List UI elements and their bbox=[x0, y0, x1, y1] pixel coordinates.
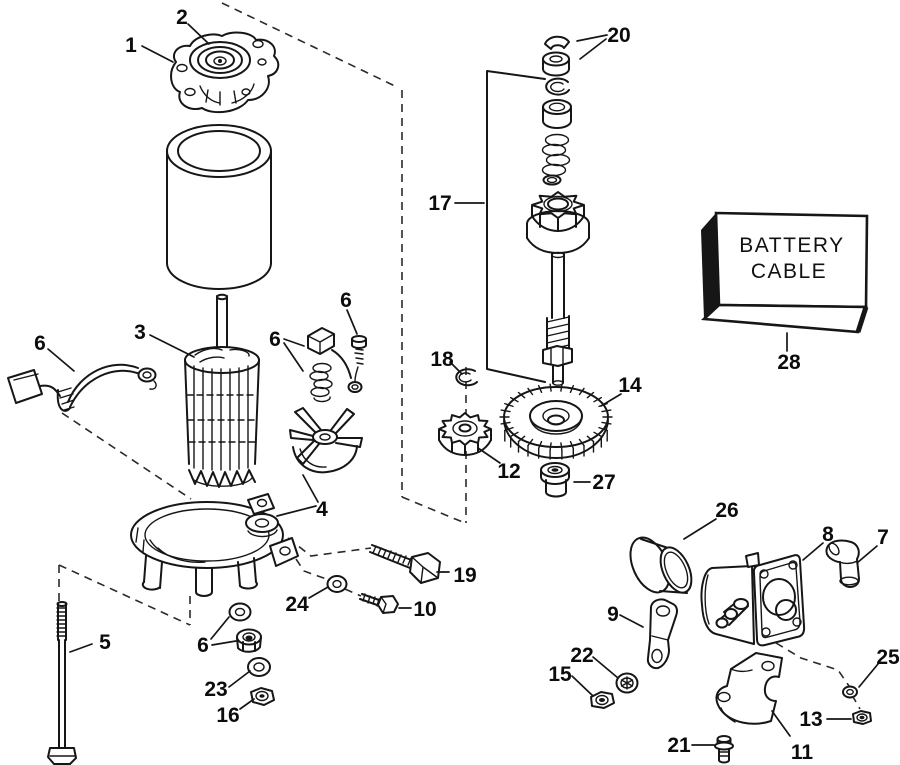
part-1-end-cap bbox=[170, 31, 280, 114]
part-label-6-wire: 6 bbox=[34, 332, 46, 355]
part-label-17: 17 bbox=[428, 192, 451, 215]
part-label-8: 8 bbox=[822, 523, 834, 546]
part-15-nut bbox=[590, 691, 615, 709]
part-6-terminal-screw bbox=[347, 335, 367, 393]
part-label-11: 11 bbox=[791, 741, 814, 764]
part-label-13: 13 bbox=[799, 708, 822, 731]
part-label-26: 26 bbox=[715, 499, 738, 522]
part-6-washer-locknut bbox=[228, 602, 262, 653]
part-9-strap bbox=[646, 598, 678, 670]
part-7-elbow-boot bbox=[825, 539, 860, 588]
part-label-4: 4 bbox=[316, 498, 328, 521]
part-17-bracket bbox=[486, 70, 546, 383]
part-label-22: 22 bbox=[570, 644, 593, 667]
part-label-25: 25 bbox=[876, 646, 900, 669]
part-label-21: 21 bbox=[667, 734, 691, 757]
motor-frame bbox=[166, 124, 272, 290]
part-21-screw bbox=[714, 735, 734, 764]
part-8-solenoid bbox=[700, 552, 806, 647]
part-label-7: 7 bbox=[877, 526, 889, 549]
part-24-washer bbox=[326, 575, 348, 593]
part-label-18: 18 bbox=[430, 348, 454, 371]
part-label-28: 28 bbox=[777, 351, 801, 374]
part-26-sleeve bbox=[629, 536, 693, 594]
part-12-pinion-gear bbox=[438, 412, 492, 456]
part-10-screw bbox=[359, 593, 399, 614]
part-label-3: 3 bbox=[134, 321, 146, 344]
battery-cable-text-line1: BATTERY bbox=[739, 234, 844, 257]
part-label-6-nut: 6 bbox=[197, 634, 209, 657]
part-3-armature bbox=[184, 293, 260, 488]
part-13-nut bbox=[852, 710, 872, 725]
part-18-snap-ring bbox=[455, 368, 478, 387]
part-label-9: 9 bbox=[607, 603, 619, 626]
part-6-lead-wire bbox=[7, 363, 157, 412]
battery-cable-text-line2: CABLE bbox=[751, 260, 827, 283]
part-label-16: 16 bbox=[216, 704, 239, 727]
part-label-15: 15 bbox=[548, 663, 572, 686]
part-14-drive-gear bbox=[499, 383, 613, 460]
part-5-through-bolt bbox=[47, 601, 77, 765]
part-label-6-brush: 6 bbox=[269, 328, 281, 351]
part-4-end-cap bbox=[130, 493, 299, 597]
part-label-14: 14 bbox=[618, 374, 642, 397]
part-23-washer bbox=[247, 657, 271, 677]
part-label-27: 27 bbox=[592, 471, 615, 494]
part-16-nut bbox=[250, 687, 275, 706]
part-label-10: 10 bbox=[413, 598, 436, 621]
part-25-washer bbox=[842, 685, 858, 699]
part-label-2: 2 bbox=[176, 6, 188, 29]
battery-cable-box: BATTERY CABLE bbox=[700, 211, 869, 334]
part-22-star-washer bbox=[615, 672, 639, 694]
part-19-bolt bbox=[369, 544, 441, 584]
leader-lines bbox=[47, 23, 879, 746]
part-label-19: 19 bbox=[453, 564, 476, 587]
part-6-brush-and-spring bbox=[307, 327, 352, 403]
part-label-1: 1 bbox=[125, 34, 137, 57]
part-27-bushing bbox=[540, 462, 570, 498]
part-label-20: 20 bbox=[607, 24, 630, 47]
part-label-12: 12 bbox=[497, 460, 520, 483]
part-17-starter-drive bbox=[526, 133, 590, 386]
part-label-23: 23 bbox=[204, 678, 227, 701]
part-11-clamp bbox=[715, 652, 783, 725]
part-20-pin-set bbox=[542, 35, 572, 129]
part-label-6-screw: 6 bbox=[340, 289, 352, 312]
brush-plate bbox=[289, 407, 363, 474]
part-label-24: 24 bbox=[285, 593, 309, 616]
part-label-5: 5 bbox=[99, 631, 111, 654]
part-labels: 1 2 3 4 5 6 6 6 6 7 8 9 10 11 12 13 14 1… bbox=[34, 6, 900, 764]
